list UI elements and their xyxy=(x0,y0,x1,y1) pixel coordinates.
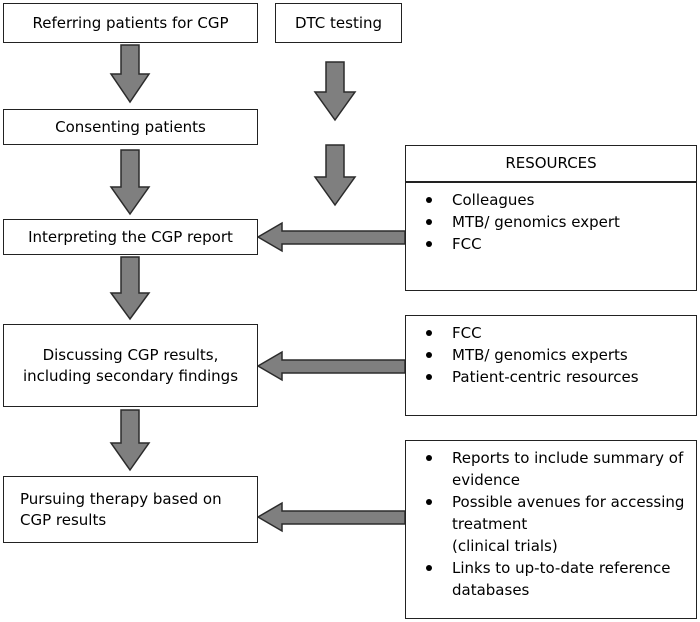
resource-item: Possible avenues for accessing treatment… xyxy=(414,491,688,557)
resources-header: RESOURCES xyxy=(405,145,697,182)
arrow-left-resources-discussing xyxy=(256,350,406,382)
arrow-left-resources-interpreting xyxy=(256,221,406,253)
arrow-left-resources-pursuing xyxy=(256,501,406,533)
resources-pursuing: Reports to include summary of evidence P… xyxy=(405,440,697,619)
step-interpreting-label: Interpreting the CGP report xyxy=(28,227,233,246)
resources-header-label: RESOURCES xyxy=(505,154,597,172)
resource-line: Links to up-to-date reference xyxy=(452,559,671,577)
step-discussing-line-2: including secondary findings xyxy=(22,366,239,385)
resource-line: treatment xyxy=(452,515,528,533)
arrow-down-interpreting-to-discussing xyxy=(109,256,151,321)
arrow-down-referring-to-consenting xyxy=(109,44,151,104)
resource-item: Patient-centric resources xyxy=(414,366,688,388)
step-referring-patients: Referring patients for CGP xyxy=(3,3,258,43)
resources-interpreting-list: Colleagues MTB/ genomics expert FCC xyxy=(414,189,688,255)
resource-item: Reports to include summary of evidence xyxy=(414,447,688,491)
step-referring-label: Referring patients for CGP xyxy=(32,13,229,32)
step-pursuing-text: Pursuing therapy based on CGP results xyxy=(20,489,222,531)
resource-item: Links to up-to-date reference databases xyxy=(414,557,688,601)
step-discussing-results: Discussing CGP results, including second… xyxy=(3,324,258,407)
step-consenting-label: Consenting patients xyxy=(55,117,206,136)
arrow-down-discussing-to-pursuing xyxy=(109,409,151,472)
step-pursuing-line-1: Pursuing therapy based on xyxy=(20,489,222,508)
step-consenting-patients: Consenting patients xyxy=(3,109,258,145)
resources-discussing-list: FCC MTB/ genomics experts Patient-centri… xyxy=(414,322,688,388)
arrow-down-dtc-1 xyxy=(313,61,357,122)
resource-item: MTB/ genomics experts xyxy=(414,344,688,366)
step-dtc-testing: DTC testing xyxy=(275,3,402,43)
arrow-down-dtc-2 xyxy=(313,144,357,207)
resource-line: Reports to include summary of xyxy=(452,449,684,467)
resource-line: Possible avenues for accessing xyxy=(452,493,685,511)
resource-item: FCC xyxy=(414,322,688,344)
resource-item: Colleagues xyxy=(414,189,688,211)
step-pursuing-line-2: CGP results xyxy=(20,510,107,529)
step-pursuing-therapy: Pursuing therapy based on CGP results xyxy=(3,476,258,543)
resources-discussing: FCC MTB/ genomics experts Patient-centri… xyxy=(405,315,697,416)
resource-line: (clinical trials) xyxy=(452,537,558,555)
step-discussing-text: Discussing CGP results, including second… xyxy=(23,345,238,387)
step-interpreting-report: Interpreting the CGP report xyxy=(3,219,258,255)
resource-line: databases xyxy=(452,581,530,599)
resource-line: evidence xyxy=(452,471,521,489)
arrow-down-consenting-to-interpreting xyxy=(109,149,151,216)
resources-pursuing-list: Reports to include summary of evidence P… xyxy=(414,447,688,601)
resource-item: MTB/ genomics expert xyxy=(414,211,688,233)
step-discussing-line-1: Discussing CGP results, xyxy=(42,345,219,364)
resources-interpreting: Colleagues MTB/ genomics expert FCC xyxy=(405,182,697,291)
resource-item: FCC xyxy=(414,233,688,255)
step-dtc-label: DTC testing xyxy=(294,13,383,32)
